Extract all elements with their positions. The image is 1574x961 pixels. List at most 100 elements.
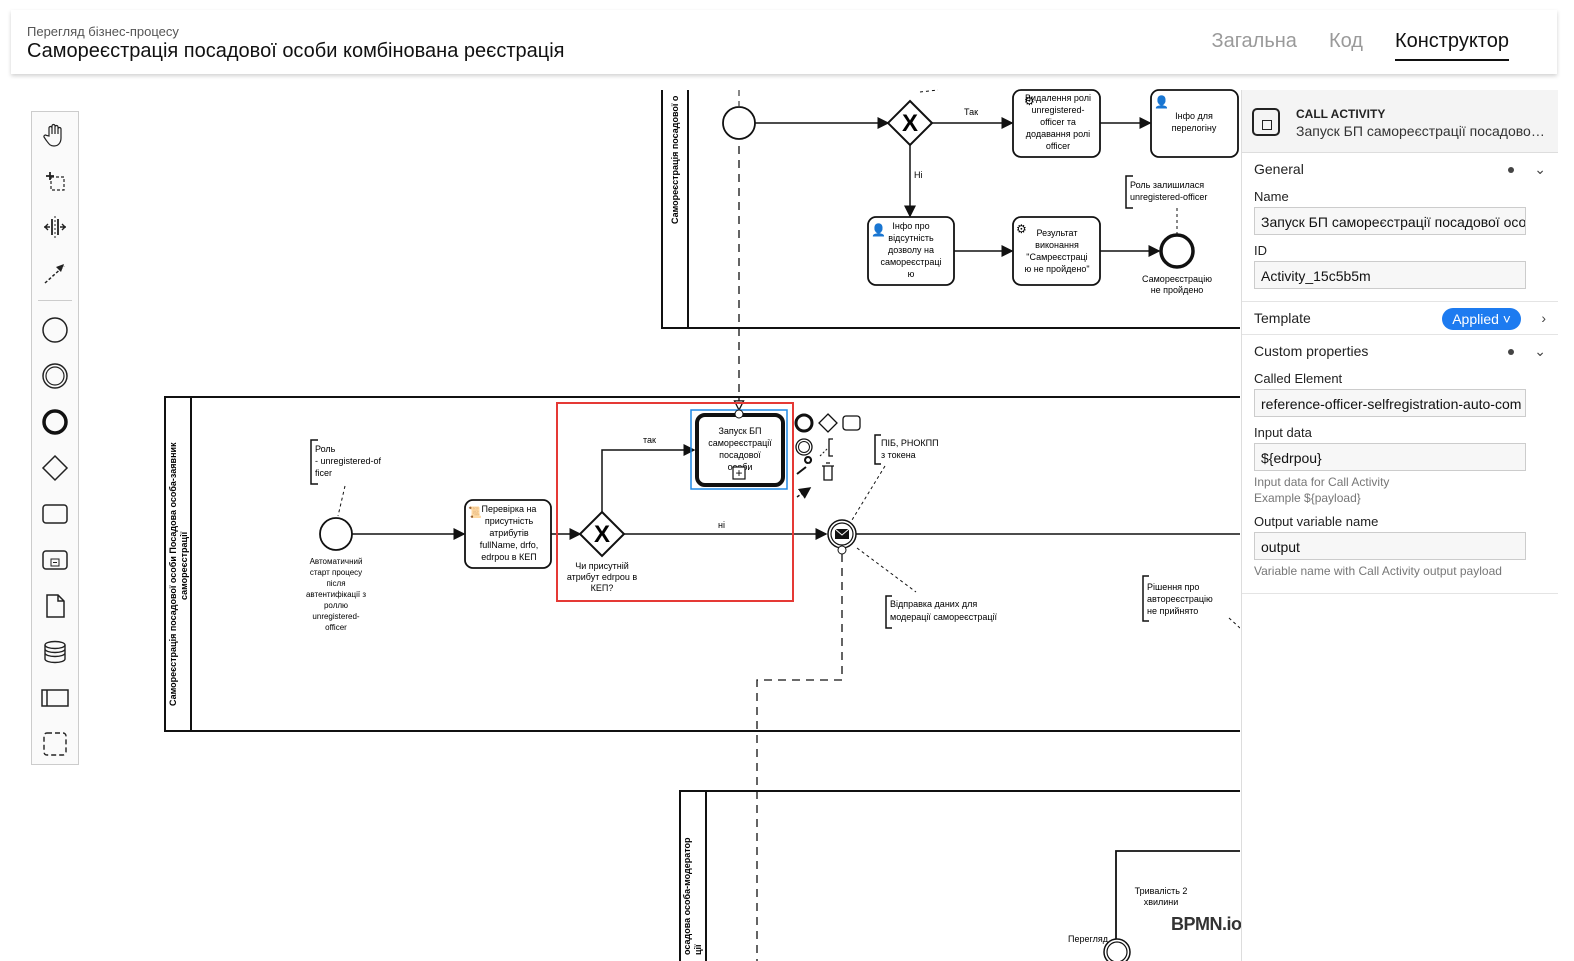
bpmn-io-watermark[interactable]: BPMN.io (1171, 914, 1242, 934)
label-line: Інфо для (1175, 111, 1213, 121)
pool-bottom[interactable]: осадова особа-модератор ції (679, 790, 1240, 961)
label-line: ПІБ, РНОКПП (881, 438, 939, 448)
name-input[interactable]: Запуск БП самореєстрації посадової осо (1254, 207, 1526, 235)
change-type-icon[interactable] (796, 456, 813, 475)
svg-text:+: + (735, 466, 742, 480)
append-annotation-icon[interactable] (828, 438, 833, 457)
label-line: officer (1046, 141, 1070, 151)
group-custom-header[interactable]: Custom properties ⌄ (1242, 335, 1558, 367)
lane-label-middle-1: Самореєстрація посадової особи Посадова … (168, 442, 178, 706)
lasso-tool-icon[interactable] (40, 166, 70, 196)
end-event-icon[interactable] (40, 407, 70, 437)
global-connect-icon[interactable] (40, 258, 70, 288)
template-applied-badge[interactable]: Applied ˅ (1442, 308, 1521, 330)
label-line: додавання ролі (1026, 129, 1090, 139)
context-pad[interactable] (794, 413, 861, 499)
end-event-failed[interactable] (1159, 233, 1195, 269)
svg-text:⚙: ⚙ (1016, 222, 1027, 236)
bpmn-diagram: Самореєстрація посадової о X Так Ні ⚙ Ви… (164, 89, 1240, 961)
label-line: unregistered- (1031, 105, 1084, 115)
group-icon[interactable] (40, 729, 70, 759)
space-tool-icon[interactable] (40, 212, 70, 242)
participant-icon[interactable] (40, 683, 70, 713)
hand-tool-icon[interactable] (40, 120, 70, 150)
label-line: старт процесу (310, 568, 362, 577)
label-line: автентифікації з (306, 590, 366, 599)
label-line: перелогіну (1172, 123, 1217, 133)
start-event-auto[interactable] (319, 517, 353, 551)
label-line: КЕП? (591, 583, 614, 593)
pool-middle[interactable]: Самореєстрація посадової особи Посадова … (164, 396, 1240, 732)
task-icon[interactable] (40, 499, 70, 529)
intermediate-event-icon[interactable] (40, 361, 70, 391)
label-line: Самореєстрацію (1142, 274, 1212, 284)
input-data-desc-2: Example ${payload} (1254, 491, 1361, 505)
output-variable-label: Output variable name (1254, 514, 1379, 529)
label-line: роллю (324, 601, 348, 610)
exclusive-gateway-edrpou[interactable]: X (578, 510, 626, 558)
start-event-icon[interactable] (40, 315, 70, 345)
svg-text:⚙: ⚙ (1024, 94, 1035, 108)
output-variable-desc: Variable name with Call Activity output … (1254, 564, 1502, 578)
page-header: Перегляд бізнес-процесу Самореєстрація п… (11, 10, 1557, 74)
flow-label-tak: Так (964, 107, 978, 117)
connect-icon[interactable] (796, 487, 812, 499)
group-template: Template Applied ˅ › (1242, 302, 1558, 335)
tab-constructor[interactable]: Конструктор (1394, 30, 1509, 61)
lane-label-bottom-2: ції (693, 944, 703, 955)
pool-top[interactable]: Самореєстрація посадової о (661, 90, 1240, 329)
label-line: Перевірка на (482, 504, 537, 514)
group-template-header[interactable]: Template Applied ˅ › (1242, 302, 1558, 334)
call-activity-start-bp[interactable]: Запуск БПсамореєстраціїпосадовоїособи + (695, 413, 785, 487)
chevron-down-icon[interactable]: ⌄ (1534, 343, 1546, 359)
tab-code[interactable]: Код (1328, 30, 1363, 52)
label-line: ficer (315, 468, 332, 478)
called-element-input[interactable]: reference-officer-selfregistration-auto-… (1254, 389, 1526, 417)
tab-general[interactable]: Загальна (1211, 30, 1297, 52)
group-general-header[interactable]: General ⌄ (1242, 153, 1558, 185)
label-line: Результат (1037, 228, 1078, 238)
flow-label-ni-middle: ні (718, 520, 725, 530)
append-gateway-icon[interactable] (818, 413, 838, 433)
group-general: General ⌄ Name Запуск БП самореєстрації … (1242, 153, 1558, 302)
chevron-right-icon[interactable]: › (1541, 310, 1546, 326)
label-line: не пройдено (1151, 285, 1204, 295)
svg-text:X: X (902, 110, 918, 137)
exclusive-gateway-top[interactable]: X (886, 99, 934, 147)
label-line: після (326, 579, 345, 588)
append-task-icon[interactable] (842, 415, 861, 431)
data-marker-icon (1508, 167, 1514, 173)
append-end-event-icon[interactable] (794, 413, 814, 433)
label-line: ю не пройдено" (1024, 264, 1089, 274)
label-line: Рішення про (1147, 582, 1199, 592)
message-throw-event[interactable] (827, 519, 857, 549)
id-input[interactable]: Activity_15c5b5m (1254, 261, 1526, 289)
data-marker-icon (1508, 349, 1514, 355)
group-general-title: General (1254, 161, 1304, 177)
data-store-icon[interactable] (40, 637, 70, 667)
input-data-input[interactable]: ${edrpou} (1254, 443, 1526, 471)
start-event-top[interactable] (722, 106, 756, 140)
gateway-icon[interactable] (40, 453, 70, 483)
label-line: edrpou в КЕП (481, 552, 537, 562)
delete-icon[interactable] (822, 462, 834, 481)
label-line: Автоматичний (310, 557, 363, 566)
output-variable-input[interactable]: output (1254, 532, 1526, 560)
label-line: виконання (1035, 240, 1079, 250)
view-tabs: Загальна Код Конструктор (1211, 30, 1509, 61)
label-line: атрибут edrpou в (567, 572, 638, 582)
data-object-icon[interactable] (40, 591, 70, 621)
chevron-down-icon[interactable]: ⌄ (1534, 161, 1546, 177)
label-line: дозволу на (888, 245, 934, 255)
call-activity-icon (1252, 108, 1280, 136)
label-line: не прийнято (1147, 606, 1198, 616)
bpmn-canvas[interactable]: Самореєстрація посадової о X Так Ні ⚙ Ви… (0, 75, 1240, 961)
subprocess-icon[interactable] (40, 545, 70, 575)
